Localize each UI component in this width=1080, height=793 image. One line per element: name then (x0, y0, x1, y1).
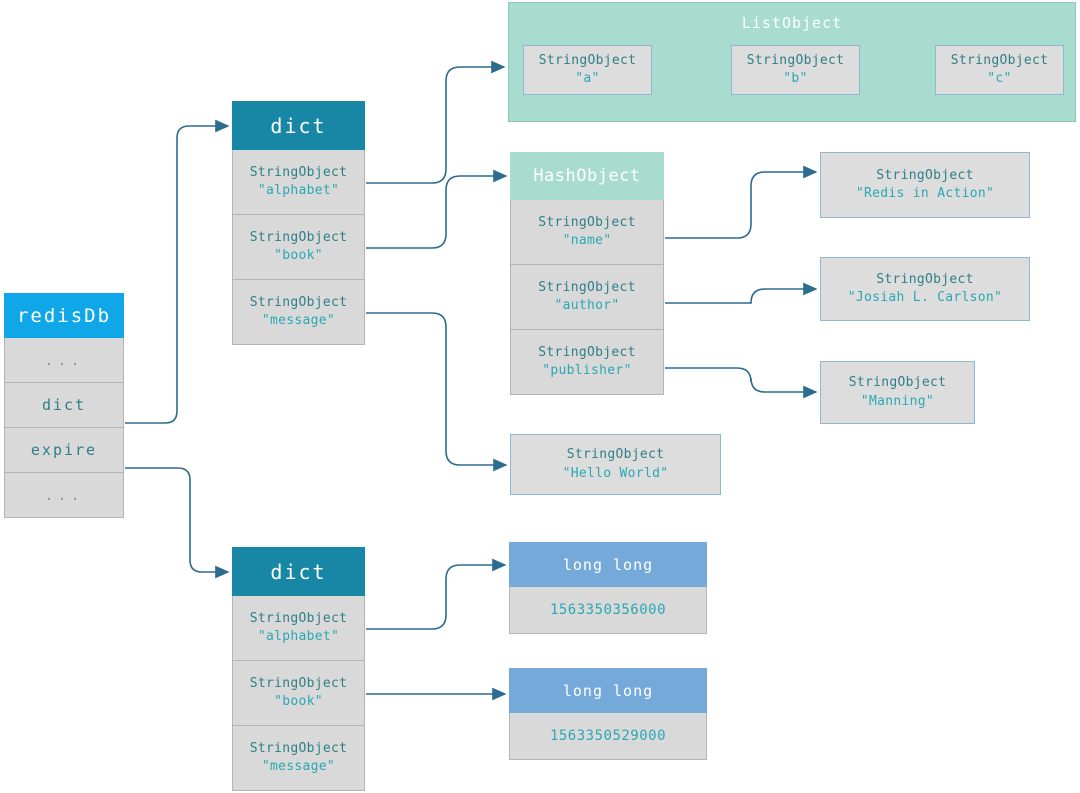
row-value-label: "name" (562, 233, 612, 248)
redisdb-row-dots-bottom[interactable]: ... (4, 473, 124, 518)
list-item-c[interactable]: StringObject "c" (935, 45, 1064, 95)
item-type-label: StringObject (876, 167, 974, 183)
row-value-label: "alphabet" (257, 629, 340, 644)
item-type-label: StringObject (566, 447, 665, 463)
long-long-header: long long (509, 668, 707, 713)
redisdb-row-label: ... (44, 485, 84, 504)
list-object-title: ListObject (741, 14, 843, 32)
hash-object-header: HashObject (510, 152, 664, 200)
redisdb-header: redisDb (4, 293, 124, 338)
string-object-publisher[interactable]: StringObject "Manning" (820, 361, 975, 424)
long-long-header: long long (509, 542, 707, 587)
item-value-label: "b" (783, 71, 808, 86)
row-value-label: "book" (274, 694, 323, 709)
row-value-label: "publisher" (542, 363, 632, 378)
item-value-label: "c" (987, 71, 1012, 86)
string-object-title[interactable]: StringObject "Redis in Action" (820, 152, 1030, 218)
list-item-a[interactable]: StringObject "a" (523, 45, 652, 95)
row-value-label: "alphabet" (257, 183, 340, 198)
dict-bottom-row-alphabet[interactable]: StringObject "alphabet" (232, 596, 365, 661)
wire-name-title (665, 165, 818, 239)
hash-row-author[interactable]: StringObject "author" (510, 265, 664, 330)
item-type-label: StringObject (538, 52, 637, 68)
item-type-label: StringObject (950, 52, 1049, 68)
row-type-label: StringObject (538, 345, 636, 361)
row-value-label: "message" (261, 759, 336, 774)
wire-alphabet-list (366, 60, 506, 184)
dict-bottom-node[interactable]: dict StringObject "alphabet" StringObjec… (232, 547, 365, 791)
dict-top-row-message[interactable]: StringObject "message" (232, 280, 365, 345)
dict-top-node[interactable]: dict StringObject "alphabet" StringObjec… (232, 101, 365, 345)
redisdb-row-label: ... (44, 350, 84, 369)
row-type-label: StringObject (249, 295, 348, 311)
wire-author-author (665, 282, 818, 304)
dict-top-row-alphabet[interactable]: StringObject "alphabet" (232, 150, 365, 215)
item-value-label: "Josiah L. Carlson" (847, 290, 1003, 305)
row-type-label: StringObject (249, 676, 348, 692)
wire-message-string (366, 312, 508, 472)
string-object-author[interactable]: StringObject "Josiah L. Carlson" (820, 257, 1030, 321)
row-type-label: StringObject (538, 280, 636, 296)
redisdb-row-dots-top[interactable]: ... (4, 338, 124, 383)
row-type-label: StringObject (249, 741, 348, 757)
row-value-label: "message" (261, 313, 336, 328)
item-type-label: StringObject (876, 271, 974, 287)
dict-top-row-book[interactable]: StringObject "book" (232, 215, 365, 280)
redisdb-row-label: dict (41, 395, 87, 414)
string-object-message[interactable]: StringObject "Hello World" (510, 434, 721, 495)
item-value-label: "Manning" (860, 393, 935, 409)
item-type-label: StringObject (746, 52, 845, 68)
item-value-label: "a" (575, 71, 600, 86)
row-value-label: "book" (274, 248, 323, 263)
long-long-value: 1563350356000 (509, 587, 707, 634)
dict-bottom-header: dict (232, 547, 365, 596)
row-type-label: StringObject (249, 230, 348, 246)
list-item-b[interactable]: StringObject "b" (731, 45, 860, 95)
row-type-label: StringObject (249, 165, 348, 181)
item-value-label: "Redis in Action" (855, 186, 995, 201)
wire-db-dict (125, 119, 230, 424)
redisdb-node[interactable]: redisDb ... dict expire ... (4, 293, 124, 518)
dict-top-header: dict (232, 101, 365, 150)
item-value-label: "Hello World" (562, 465, 669, 481)
row-type-label: StringObject (538, 215, 636, 231)
hash-row-publisher[interactable]: StringObject "publisher" (510, 330, 664, 395)
row-value-label: "author" (554, 298, 620, 313)
long-long-node-2[interactable]: long long 1563350529000 (509, 668, 707, 760)
wire-expire-alphabet (366, 558, 507, 630)
wire-publisher-publisher (665, 367, 818, 399)
long-long-value: 1563350529000 (509, 713, 707, 760)
redisdb-row-label: expire (30, 440, 98, 459)
wire-db-expire (125, 467, 230, 579)
dict-bottom-row-message[interactable]: StringObject "message" (232, 726, 365, 791)
hash-row-name[interactable]: StringObject "name" (510, 200, 664, 265)
redisdb-row-dict[interactable]: dict (4, 383, 124, 428)
long-long-node-1[interactable]: long long 1563350356000 (509, 542, 707, 634)
redisdb-row-expire[interactable]: expire (4, 428, 124, 473)
item-type-label: StringObject (848, 375, 947, 391)
wire-book-hash (366, 169, 508, 249)
row-type-label: StringObject (249, 611, 348, 627)
hash-object-node[interactable]: HashObject StringObject "name" StringObj… (510, 152, 664, 395)
dict-bottom-row-book[interactable]: StringObject "book" (232, 661, 365, 726)
